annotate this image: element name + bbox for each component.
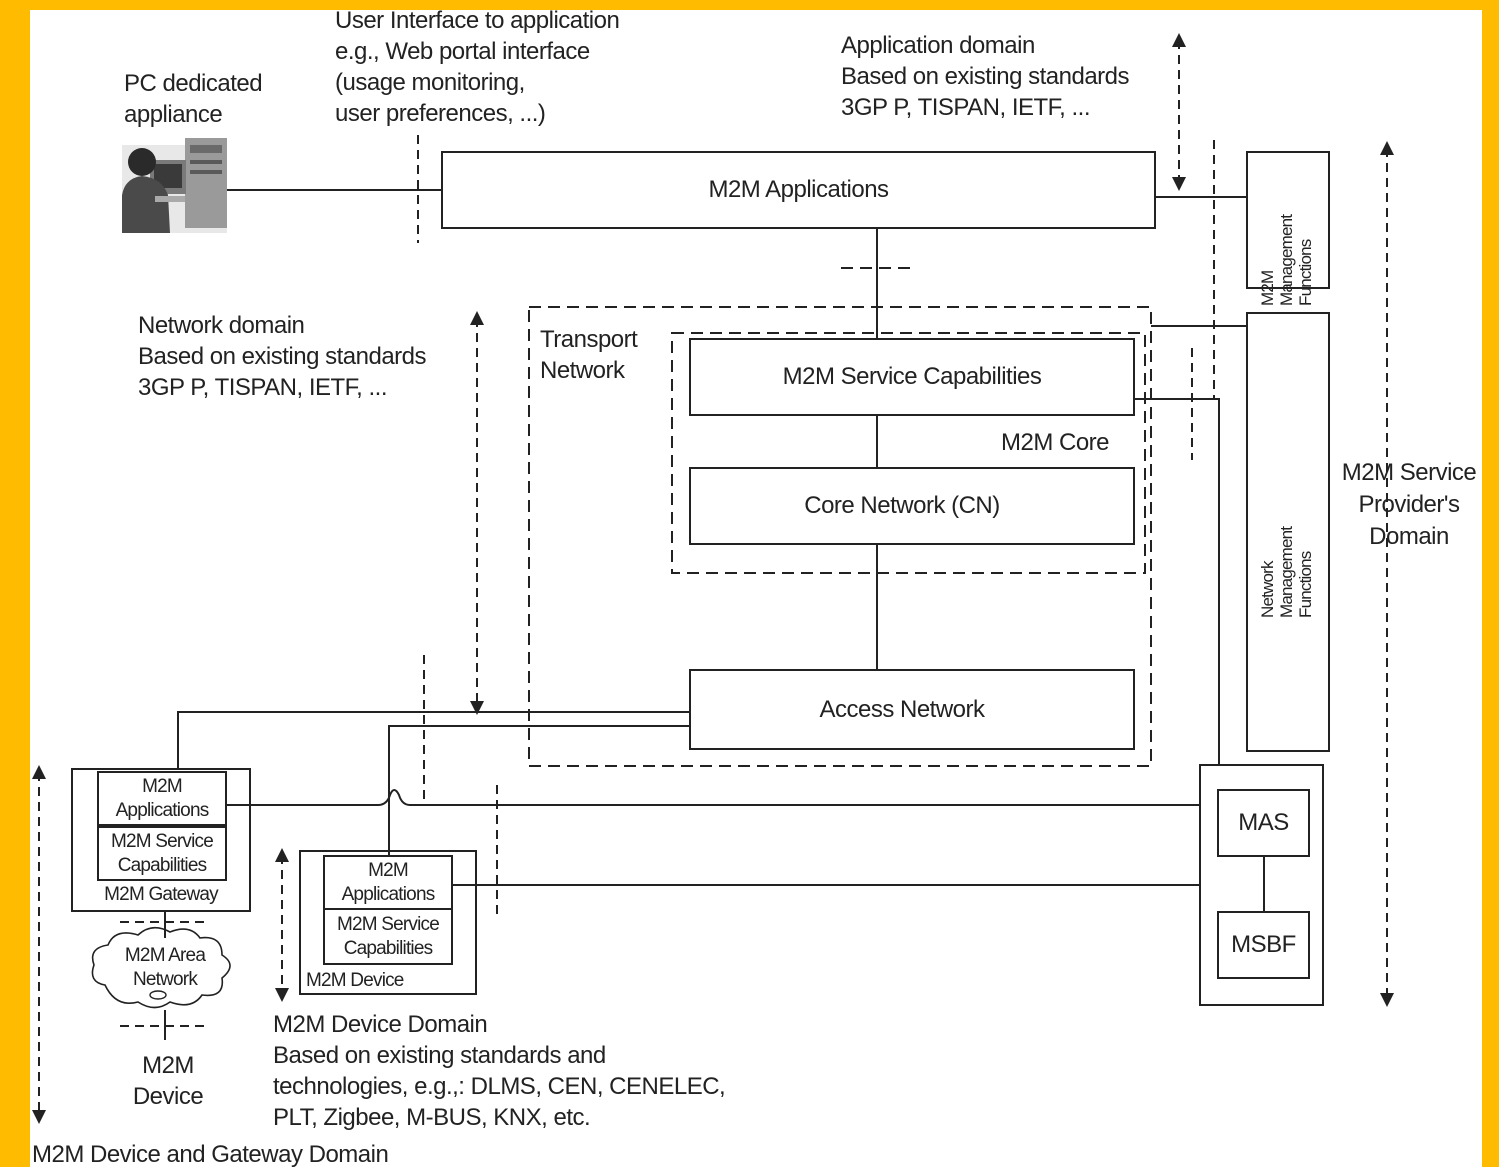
m2m-applications-label: M2M Applications <box>442 152 1155 228</box>
standalone-device-label: M2M Device <box>126 1050 210 1112</box>
gateway-label: M2M Gateway <box>72 882 250 908</box>
transport-network-label: Transport Network <box>540 324 637 386</box>
device-service-capabilities-label: M2M Service Capabilities <box>324 909 452 964</box>
pc-appliance-label: PC dedicated appliance <box>124 68 262 130</box>
device-domain-label: M2M Device Domain Based on existing stan… <box>273 1009 725 1133</box>
network-management-functions-label: Network Management Functions <box>1258 468 1318 618</box>
device-label: M2M Device <box>306 968 426 994</box>
device-gateway-domain-label: M2M Device and Gateway Domain <box>32 1139 388 1167</box>
service-provider-domain-label: M2M Service Provider's Domain <box>1334 457 1482 553</box>
msbf-label: MSBF <box>1218 912 1309 978</box>
user-interface-label: User Interface to application e.g., Web … <box>335 10 619 129</box>
m2m-management-functions-label: M2M Management Functions <box>1258 156 1318 306</box>
device-applications-label: M2M Applications <box>324 856 452 909</box>
area-network-label: M2M Area Network <box>100 942 230 994</box>
application-domain-label: Application domain Based on existing sta… <box>841 30 1129 123</box>
diagram-canvas: PC dedicated appliance User Interface to… <box>30 10 1482 1167</box>
gateway-service-capabilities-label: M2M Service Capabilities <box>98 827 226 880</box>
core-network-label: Core Network (CN) <box>690 468 1114 544</box>
access-network-label: Access Network <box>690 670 1114 749</box>
m2m-service-capabilities-label: M2M Service Capabilities <box>690 339 1134 415</box>
network-domain-label: Network domain Based on existing standar… <box>138 310 426 403</box>
m2m-core-label: M2M Core <box>1001 427 1109 458</box>
gateway-applications-label: M2M Applications <box>98 772 226 825</box>
computer-user-icon <box>122 138 227 233</box>
mas-label: MAS <box>1218 790 1309 856</box>
